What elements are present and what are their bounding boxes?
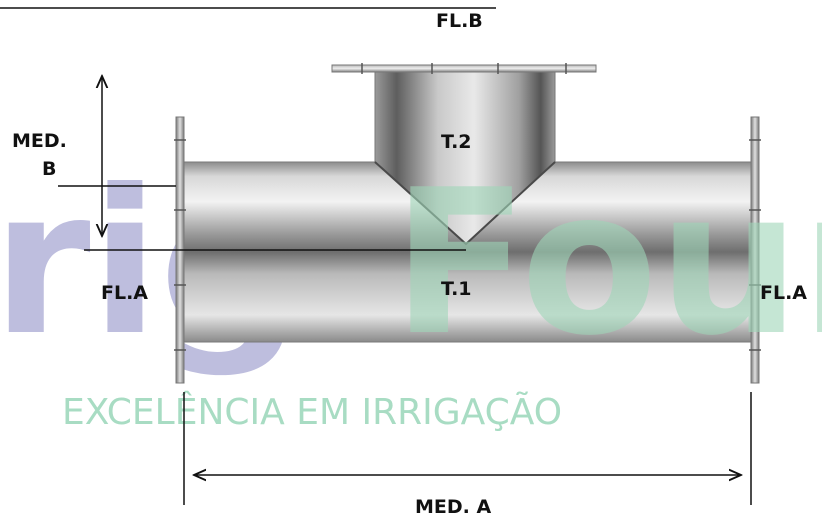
flange-b xyxy=(331,64,597,73)
label-t2: T.2 xyxy=(441,131,472,153)
label-med-a: MED. A xyxy=(415,496,492,518)
watermark-wordmark-right: Four xyxy=(392,147,822,380)
label-fl-a-right: FL.A xyxy=(760,282,808,304)
flange-a-right xyxy=(750,116,760,384)
label-med-b-line2: B xyxy=(42,158,57,180)
label-med-b-line1: MED. xyxy=(12,130,67,152)
label-fl-b: FL.B xyxy=(436,10,483,32)
watermark-tagline: EXCELÊNCIA EM IRRIGAÇÃO xyxy=(62,391,562,433)
label-t1: T.1 xyxy=(441,278,472,300)
label-fl-a-left: FL.A xyxy=(101,282,149,304)
